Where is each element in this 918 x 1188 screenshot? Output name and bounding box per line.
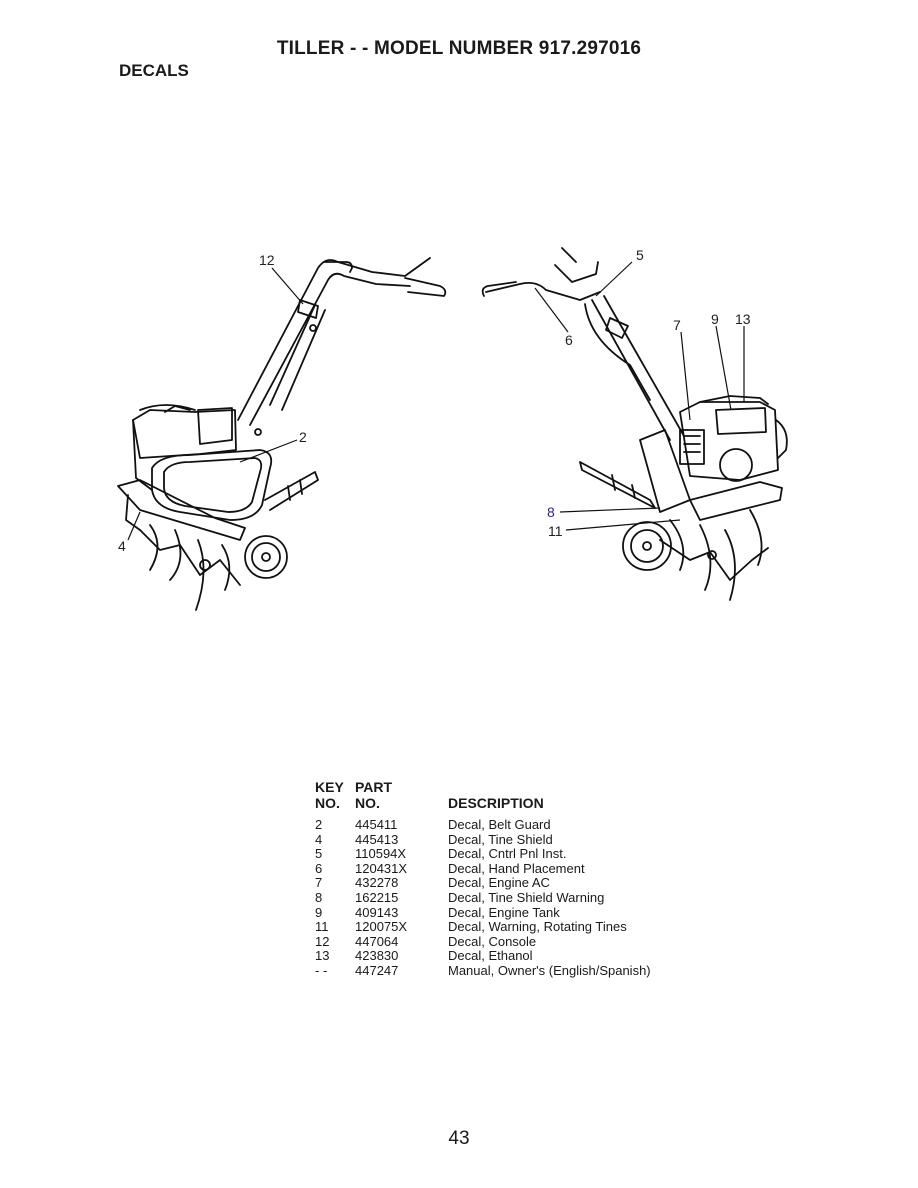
table-row: 2 445411 Decal, Belt Guard — [315, 817, 735, 833]
table-row: 13 423830 Decal, Ethanol — [315, 949, 735, 964]
callout-11: 11 — [548, 523, 563, 539]
key-cell: 9 — [315, 904, 323, 920]
header-key: KEY NO. — [315, 779, 344, 811]
part-number-cell: 120431X — [355, 860, 408, 876]
description-cell: Decal, Engine AC — [448, 875, 550, 891]
header-key-line1: KEY — [315, 779, 344, 795]
part-number-cell: 110594X — [355, 846, 407, 862]
part-number-cell: 423830 — [355, 948, 399, 964]
callout-4: 4 — [118, 538, 126, 554]
table-row: 5 110594X Decal, Cntrl Pnl Inst. — [315, 847, 735, 862]
description-cell: Decal, Cntrl Pnl Inst. — [448, 846, 567, 862]
key-cell: 12 — [315, 933, 330, 949]
tiller-illustrations: 12 2 4 5 6 7 9 13 8 11 — [117, 247, 788, 611]
key-cell: 7 — [315, 875, 323, 891]
key-cell: 6 — [315, 860, 323, 876]
description-cell: Decal, Ethanol — [448, 948, 533, 964]
page-number: 43 — [448, 1128, 470, 1149]
callout-13: 13 — [735, 311, 751, 327]
header-part-line1: PART — [355, 779, 393, 795]
callout-5: 5 — [636, 247, 644, 263]
callout-7: 7 — [673, 317, 681, 333]
description-cell: Decal, Tine Shield — [448, 831, 553, 847]
key-cell: 8 — [315, 890, 323, 905]
key-cell: 2 — [315, 817, 323, 832]
part-number-cell: 432278 — [355, 875, 399, 891]
callout-9: 9 — [711, 311, 719, 327]
part-number-cell: 447064 — [355, 933, 399, 949]
callout-2: 2 — [299, 429, 307, 445]
key-cell: 11 — [315, 919, 329, 935]
part-number-cell: 445411 — [355, 817, 398, 832]
part-number-cell: 120075X — [355, 919, 408, 935]
key-cell: - - — [315, 963, 328, 978]
key-cell: 5 — [315, 846, 323, 862]
description-cell: Decal, Console — [448, 933, 537, 949]
part-number-cell: 162215 — [355, 890, 399, 905]
description-cell: Decal, Warning, Rotating Tines — [448, 919, 627, 935]
part-number-cell: 445413 — [355, 831, 399, 847]
table-row: 12 447064 Decal, Console — [315, 933, 735, 950]
left-tiller-drawing — [117, 257, 447, 611]
header-part: PART NO. — [355, 779, 392, 811]
table-row: 4 445413 Decal, Tine Shield — [315, 831, 735, 848]
part-number-cell: 409143 — [355, 904, 399, 920]
description-cell: Decal, Engine Tank — [448, 904, 560, 920]
table-row: 6 120431X Decal, Hand Placement — [315, 860, 735, 877]
description-cell: Decal, Hand Placement — [448, 860, 585, 876]
key-cell: 13 — [315, 948, 330, 964]
description-cell: Decal, Belt Guard — [448, 817, 551, 832]
header-key-line2: NO. — [315, 795, 340, 811]
key-cell: 4 — [315, 831, 323, 847]
table-row: 8 162215 Decal, Tine Shield Warning — [315, 890, 735, 906]
table-row: 7 432278 Decal, Engine AC — [315, 876, 735, 891]
header-description: DESCRIPTION — [448, 795, 544, 811]
part-number-cell: 447247 — [355, 963, 399, 978]
table-row: 9 409143 Decal, Engine Tank — [315, 904, 735, 921]
table-row: - - 447247 Manual, Owner's (English/Spanis… — [315, 963, 735, 979]
table-row: 11 120075X Decal, Warning, Rotating Tines — [315, 920, 735, 935]
callout-6: 6 — [565, 332, 573, 348]
section-heading: DECALS — [119, 61, 189, 80]
callout-8: 8 — [547, 504, 555, 520]
callout-12: 12 — [259, 252, 275, 268]
description-cell: Decal, Tine Shield Warning — [448, 890, 605, 905]
header-part-line2: NO. — [355, 795, 380, 811]
right-tiller-drawing — [481, 247, 788, 601]
leader-lines — [127, 261, 745, 541]
description-cell: Manual, Owner's (English/Spanish) — [448, 963, 651, 978]
page-title: TILLER - - MODEL NUMBER 917.297016 — [276, 38, 642, 59]
